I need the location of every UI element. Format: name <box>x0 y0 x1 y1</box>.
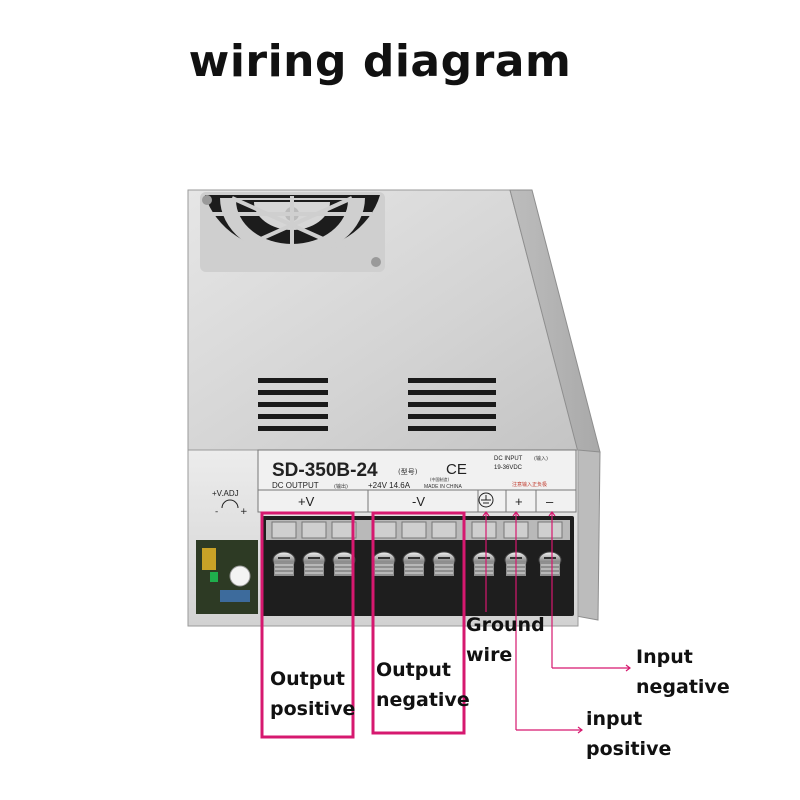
terminal-label-neg: -V <box>412 494 425 509</box>
dc-input-tag: (输入) <box>534 455 548 462</box>
terminal-screw <box>331 521 357 576</box>
input-negative-leader <box>548 511 631 672</box>
terminal-screw <box>301 521 327 576</box>
terminal-label-pos: +V <box>298 494 315 509</box>
terminal-label-in-neg: – <box>546 494 554 509</box>
input-negative-label: Input negative <box>636 646 730 698</box>
fan-grille <box>200 192 385 272</box>
made-in-cn: (中国制造) <box>430 476 450 482</box>
ce-mark: CE <box>446 461 467 478</box>
svg-text:-: - <box>215 507 218 517</box>
page-title: wiring diagram <box>188 36 572 87</box>
circuit-board <box>196 540 258 614</box>
terminal-screws <box>271 521 563 576</box>
output-positive-label: Output positive <box>270 668 356 720</box>
model-tag: (型号) <box>398 467 418 476</box>
output-negative-label: Output negative <box>376 659 470 711</box>
dc-input-label: DC INPUT <box>494 456 523 462</box>
input-positive-leader <box>512 511 583 734</box>
terminal-label-in-pos: + <box>515 494 523 509</box>
output-positive-highlight <box>260 511 355 739</box>
terminal-screw <box>537 521 563 576</box>
vadj-label: +V.ADJ <box>212 489 239 498</box>
terminal-screw <box>371 521 397 576</box>
label-panel <box>257 449 577 513</box>
input-range: 19-36VDC <box>494 465 523 471</box>
ground-wire-label: Ground wire <box>466 614 545 666</box>
vent-slots-right <box>408 378 496 431</box>
terminal-screw <box>401 521 427 576</box>
vent-slots-left <box>258 378 328 431</box>
ground-leader <box>482 511 490 612</box>
output-negative-highlight <box>371 511 466 735</box>
svg-text:+: + <box>240 507 248 517</box>
terminal-screw <box>431 521 457 576</box>
dc-output-tag: (输出) <box>334 483 348 490</box>
dc-output-label: DC OUTPUT <box>272 481 319 490</box>
made-in: MADE IN CHINA <box>424 484 462 490</box>
output-spec: +24V 14.6A <box>368 481 411 490</box>
ground-symbol-icon <box>478 492 494 508</box>
terminal-screw <box>471 521 497 576</box>
model-number: SD-350B-24 <box>272 460 378 481</box>
input-note: 注意输入正负极 <box>512 481 547 488</box>
terminal-screw <box>271 521 297 576</box>
input-positive-label: input positive <box>586 708 672 760</box>
